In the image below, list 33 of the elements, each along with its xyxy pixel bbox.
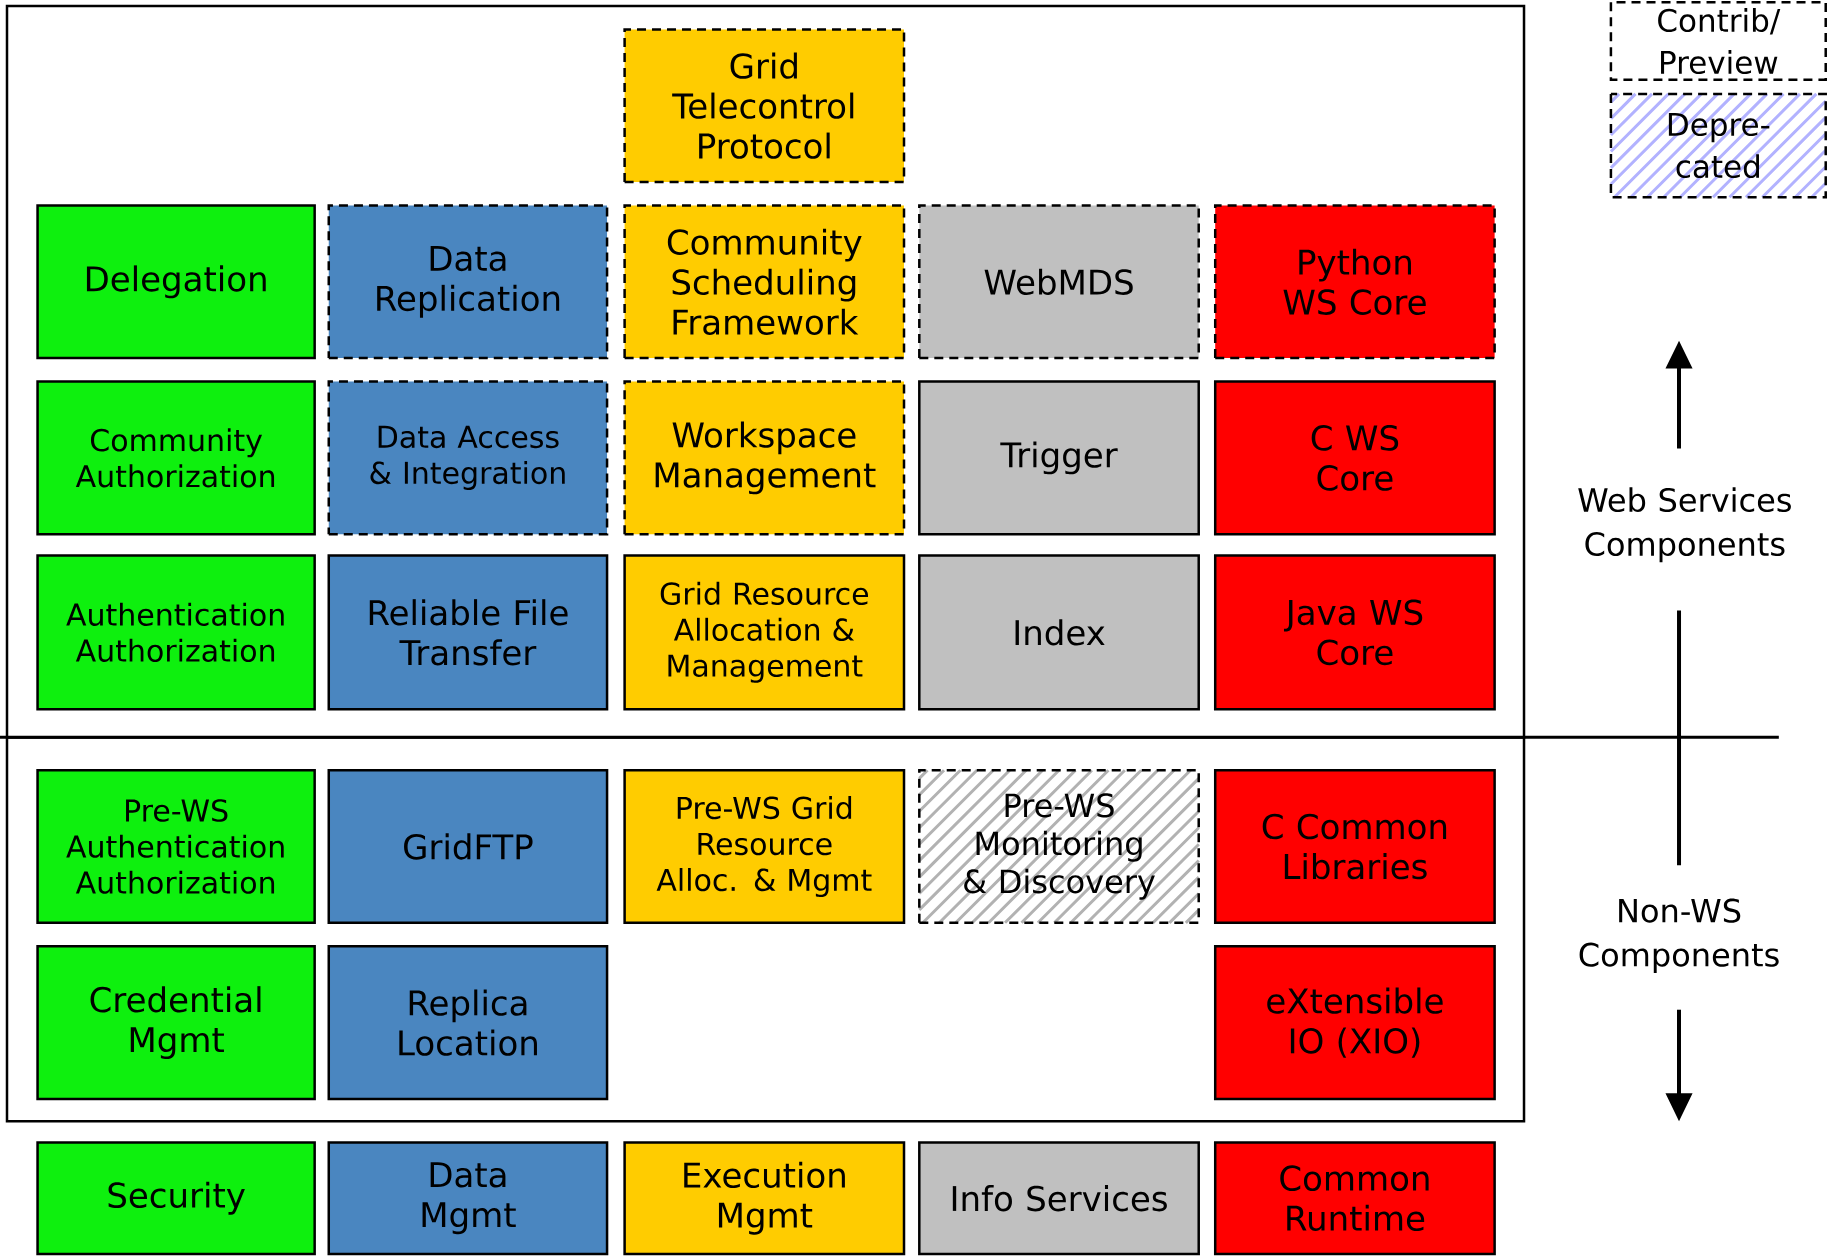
component-box: Execution Mgmt	[623, 1141, 906, 1256]
component-box: Java WS Core	[1213, 554, 1496, 711]
component-box: Delegation	[36, 204, 316, 360]
component-box: Pre-WS Monitoring & Discovery	[917, 768, 1201, 925]
component-box: Pre-WS Grid Resource Alloc. & Mgmt	[623, 768, 906, 925]
component-box: C WS Core	[1213, 380, 1496, 536]
component-box: Credential Mgmt	[36, 945, 316, 1101]
component-box: Community Authorization	[36, 380, 316, 536]
component-box: Common Runtime	[1213, 1141, 1496, 1256]
component-box: Community Scheduling Framework	[623, 204, 906, 360]
component-box: GridFTP	[327, 768, 609, 925]
component-box: Workspace Management	[623, 380, 906, 536]
component-box: Data Access & Integration	[327, 380, 609, 536]
component-box: Trigger	[918, 380, 1200, 536]
component-box: Security	[36, 1141, 316, 1256]
side-label: Web Services Components	[1578, 487, 1791, 563]
component-box: Replica Location	[327, 945, 609, 1101]
side-label: Non-WS Components	[1579, 898, 1779, 973]
component-box: Grid Telecontrol Protocol	[623, 28, 906, 184]
component-box: WebMDS	[918, 204, 1200, 360]
component-box: Info Services	[918, 1141, 1200, 1256]
component-box: Pre-WS Authentication Authorization	[36, 768, 316, 925]
component-box: C Common Libraries	[1213, 768, 1496, 925]
component-box: Data Mgmt	[327, 1141, 609, 1256]
legend-item: Contrib/ Preview	[1609, 1, 1827, 82]
component-box: Authentication Authorization	[36, 554, 316, 711]
component-box: Grid Resource Allocation & Management	[623, 554, 906, 711]
component-box: Index	[918, 554, 1200, 711]
component-box: Python WS Core	[1213, 204, 1496, 360]
component-box: Data Replication	[327, 204, 609, 360]
legend-item: Depre- cated	[1609, 92, 1828, 199]
component-box: Reliable File Transfer	[327, 554, 609, 711]
component-box: eXtensible IO (XIO)	[1213, 945, 1496, 1101]
